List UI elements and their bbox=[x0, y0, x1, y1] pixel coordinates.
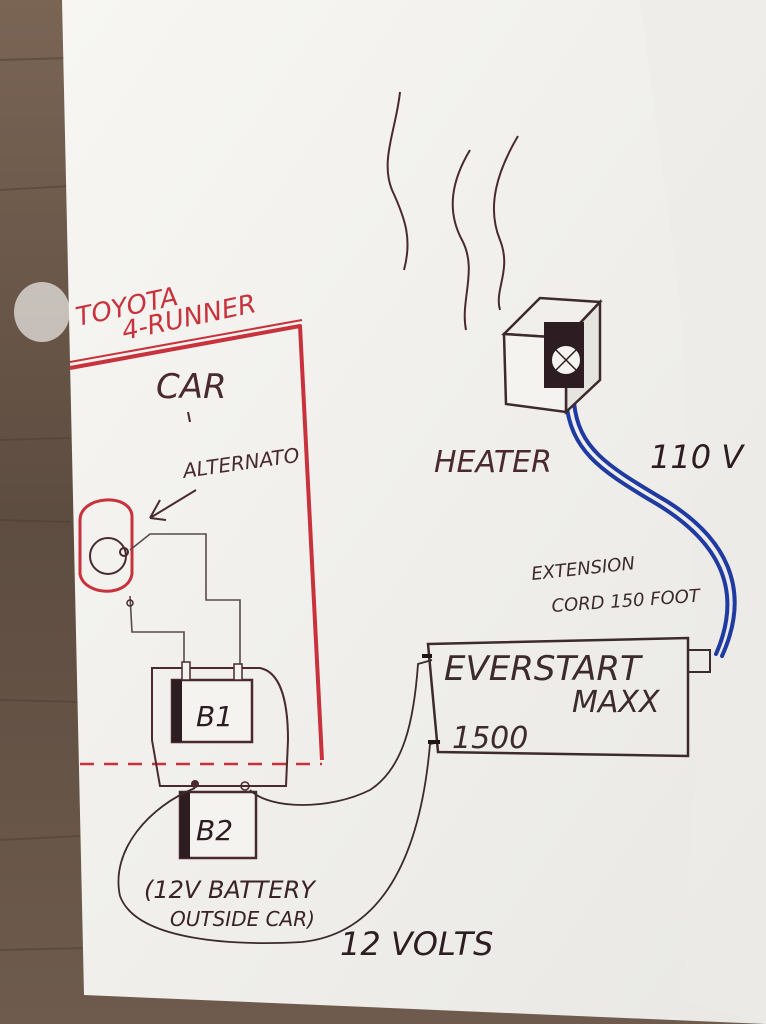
light-glare bbox=[14, 282, 70, 342]
battery-bay bbox=[151, 667, 290, 787]
car-label: CAR bbox=[156, 367, 227, 407]
paper-fold bbox=[640, 0, 766, 1024]
alternator-wires bbox=[129, 533, 241, 668]
car-outline bbox=[69, 319, 324, 761]
battery-outside-line1: (12V BATTERY bbox=[144, 876, 317, 904]
inverter-model-label: 1500 bbox=[452, 721, 528, 756]
dc-cables bbox=[117, 659, 441, 944]
extension-cord bbox=[564, 398, 737, 658]
battery-b1-label: B1 bbox=[196, 700, 233, 733]
battery-b2-label: B2 bbox=[196, 814, 233, 847]
alternator-arrow bbox=[149, 489, 197, 521]
heater-label: HEATER bbox=[434, 445, 552, 480]
alternator-icon bbox=[78, 498, 134, 593]
inverter-maxx-label: MAXX bbox=[572, 685, 661, 720]
voltage-110-label: 110 V bbox=[650, 438, 745, 476]
battery-b2: B2 bbox=[178, 790, 258, 860]
paper-sheet bbox=[62, 0, 766, 1024]
wood-grain bbox=[0, 57, 86, 951]
volts-12-label: 12 VOLTS bbox=[340, 925, 493, 963]
heat-waves-icon bbox=[386, 91, 519, 331]
inverter-brand-label: EVERSTART bbox=[444, 649, 643, 689]
battery-outside-line2: OUTSIDE CAR) bbox=[170, 907, 315, 931]
battery-b1: B1 bbox=[170, 661, 254, 744]
inverter-box: EVERSTART MAXX 1500 bbox=[422, 636, 711, 758]
heater-icon bbox=[501, 296, 603, 415]
